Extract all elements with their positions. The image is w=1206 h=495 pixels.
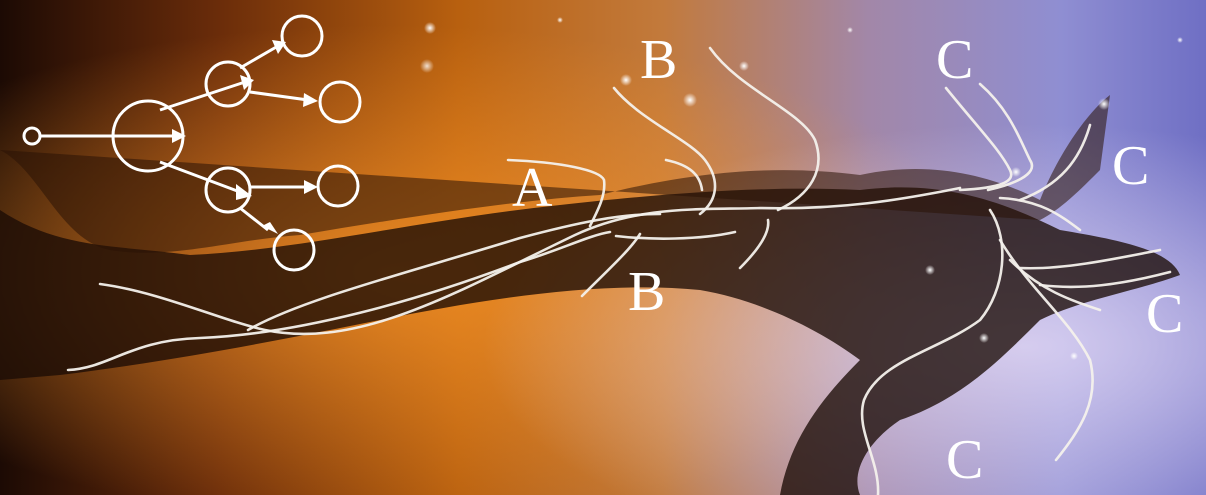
star — [420, 59, 434, 73]
label-c-right-upper: C — [1112, 135, 1149, 197]
star — [424, 22, 436, 34]
star — [683, 93, 697, 107]
star — [1011, 167, 1021, 177]
star — [1070, 352, 1078, 360]
star — [557, 17, 563, 23]
star — [620, 74, 632, 86]
star — [1177, 37, 1183, 43]
label-b-bottom: B — [628, 261, 665, 323]
star — [979, 333, 989, 343]
label-a: A — [512, 157, 553, 219]
label-b-top: B — [640, 29, 677, 91]
label-c-top: C — [936, 29, 973, 91]
star — [739, 61, 749, 71]
star — [925, 265, 935, 275]
label-c-bottom: C — [946, 429, 983, 491]
star — [847, 27, 853, 33]
label-c-right-lower: C — [1146, 283, 1183, 345]
star — [1098, 98, 1110, 110]
